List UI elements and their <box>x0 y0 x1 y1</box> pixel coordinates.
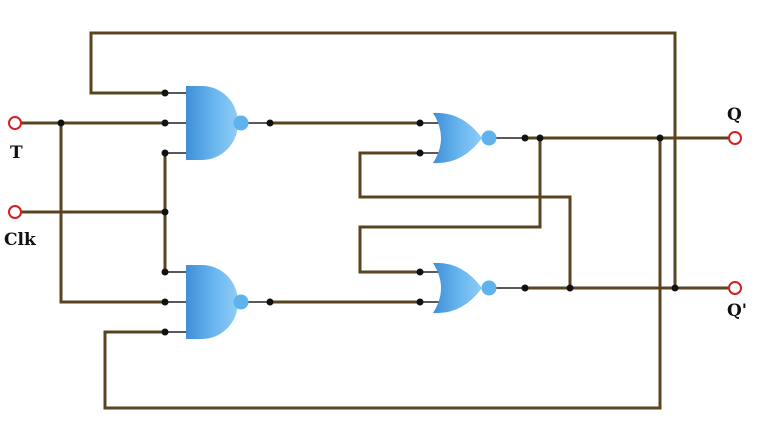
wire-cross-qbar <box>358 151 572 290</box>
input-clk-terminal <box>8 205 22 219</box>
wire-feedback-qbar <box>89 31 677 290</box>
label-clk: Clk <box>4 230 37 250</box>
wires <box>20 31 730 410</box>
nand-gate-top <box>186 86 249 160</box>
label-t: T <box>10 143 23 163</box>
nor-gate-top <box>433 112 497 164</box>
wire-feedback-q <box>103 136 662 410</box>
nand-gate-bottom <box>186 265 249 339</box>
junction-dots <box>57 89 679 336</box>
output-qbar-terminal <box>728 281 742 295</box>
nor-gate-bottom <box>433 262 497 314</box>
output-q-terminal <box>728 131 742 145</box>
wire-t-branch <box>59 121 167 304</box>
label-q: Q <box>727 105 742 125</box>
label-qbar: Q' <box>727 301 747 321</box>
input-t-terminal <box>8 116 22 130</box>
